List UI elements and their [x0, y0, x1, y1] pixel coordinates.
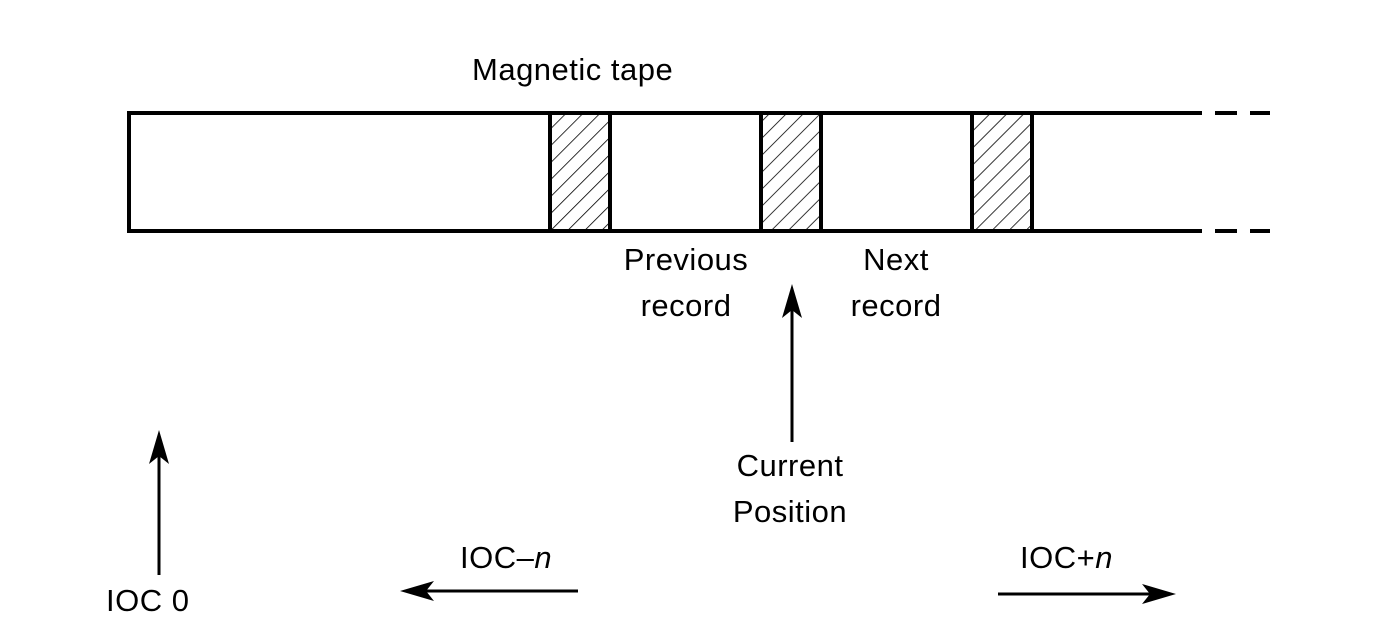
- ioc-minus-label: IOC–n: [460, 535, 552, 581]
- ioc-minus-variable: n: [534, 540, 553, 575]
- ioc-minus-prefix: IOC–: [460, 540, 535, 575]
- next-record-line-1: Next: [863, 242, 929, 277]
- ioc-zero-label: IOC 0: [106, 583, 190, 618]
- magnetic-tape-title: Magnetic tape: [472, 52, 674, 87]
- ioc-zero-arrow: [149, 430, 169, 575]
- record-gap-1: [548, 111, 612, 233]
- current-position-label: Current Position: [710, 443, 870, 535]
- ioc-plus-label: IOC+n: [1020, 535, 1113, 581]
- current-position-arrow: [782, 284, 802, 442]
- previous-record-line-2: record: [640, 288, 732, 323]
- current-position-line-2: Position: [732, 494, 848, 529]
- previous-record-line-1: Previous: [623, 242, 749, 277]
- ioc-plus-arrow: [998, 584, 1176, 604]
- ioc-plus-prefix: IOC+: [1020, 540, 1096, 575]
- magnetic-tape: [127, 111, 1270, 233]
- next-record-line-2: record: [850, 288, 942, 323]
- record-gap-2: [759, 111, 823, 233]
- record-gap-3: [970, 111, 1034, 233]
- previous-record-label: Previous record: [604, 237, 768, 329]
- ioc-minus-arrow: [400, 581, 578, 601]
- ioc-plus-variable: n: [1095, 540, 1113, 575]
- next-record-label: Next record: [826, 237, 966, 329]
- current-position-line-1: Current: [736, 448, 844, 483]
